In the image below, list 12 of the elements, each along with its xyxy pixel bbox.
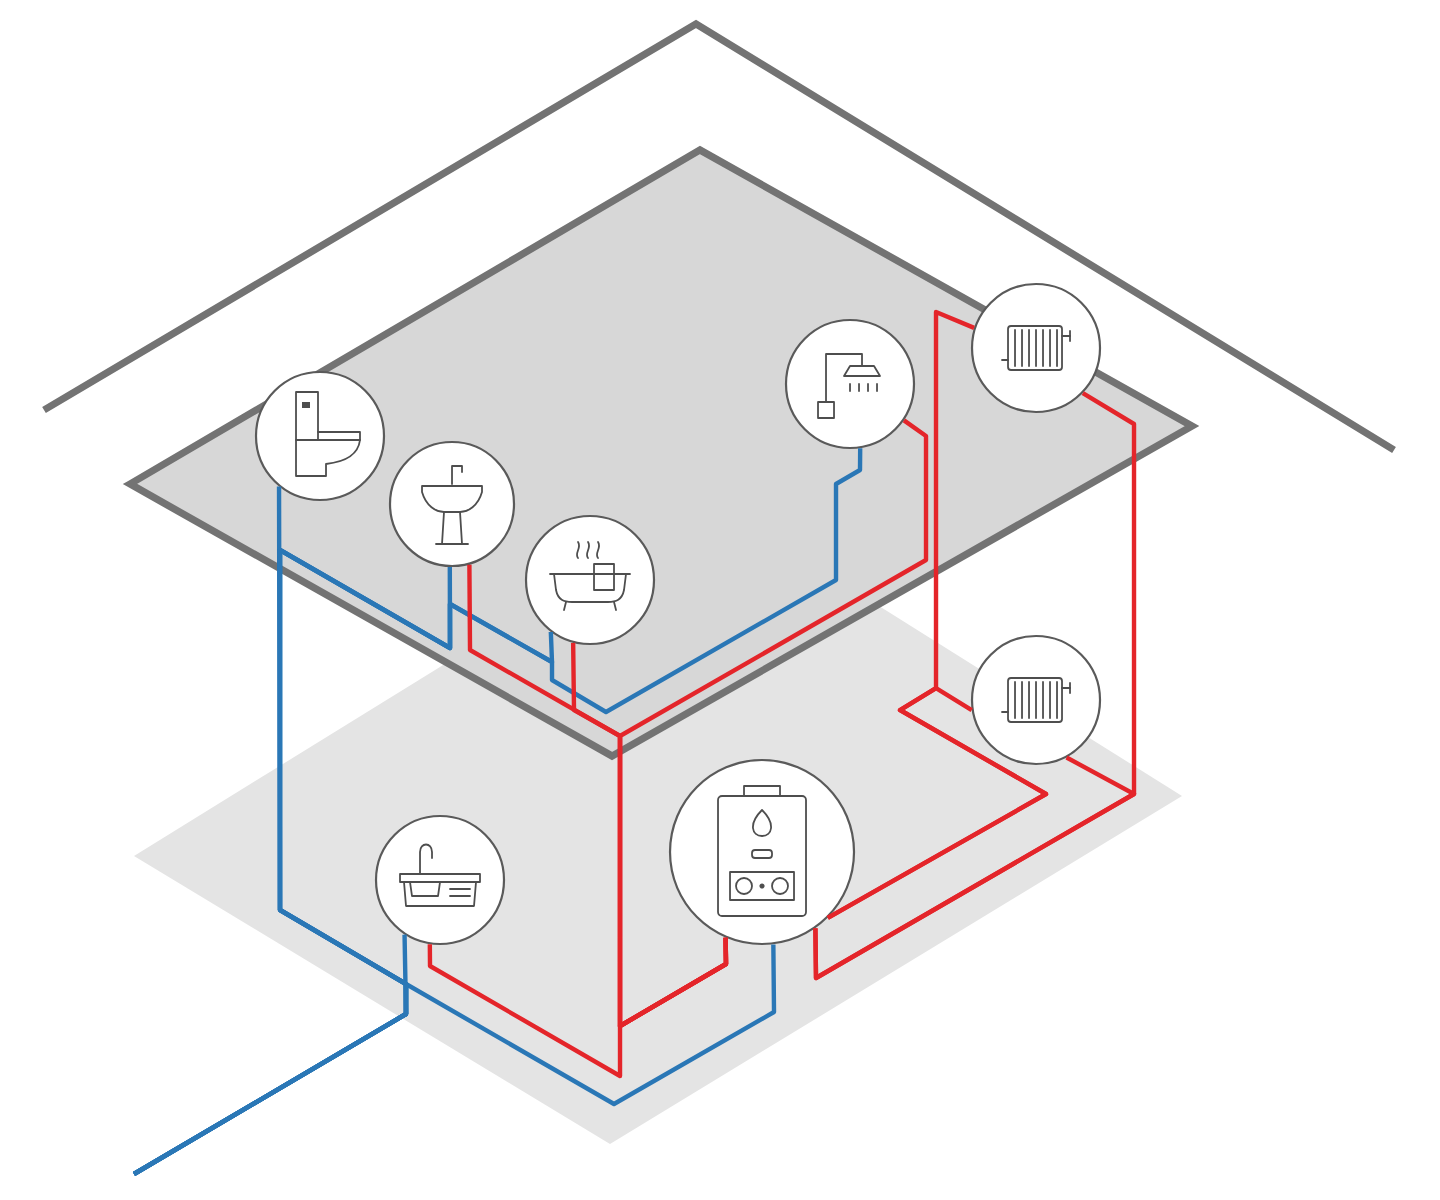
icon-circle — [668, 758, 856, 946]
icon-circle — [254, 370, 386, 502]
pipe — [826, 685, 1049, 920]
icon-circle — [374, 814, 506, 946]
pipe — [132, 448, 863, 1176]
pipe — [813, 755, 1137, 981]
icon-circle — [784, 318, 916, 450]
icon-circle — [524, 514, 656, 646]
icon-circle — [388, 440, 516, 568]
icon-circle — [970, 282, 1102, 414]
pipe — [617, 418, 929, 1029]
icon-circle — [970, 634, 1102, 766]
